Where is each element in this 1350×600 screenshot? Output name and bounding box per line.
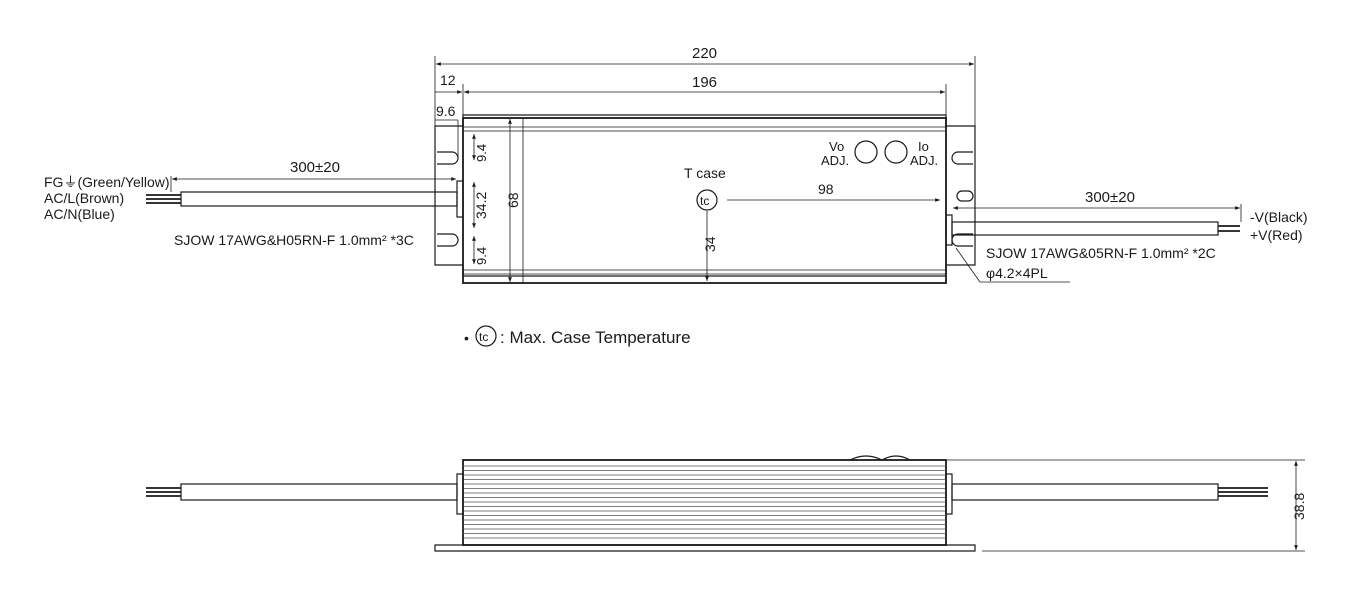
dim-38-8: 38.8	[1291, 493, 1307, 520]
output-label-v-neg: -V(Black)	[1250, 209, 1308, 225]
legend-text: : Max. Case Temperature	[500, 328, 691, 347]
dim-12: 12	[440, 72, 456, 88]
tcase-label: T case	[684, 165, 726, 181]
legend-bullet: •	[464, 330, 469, 346]
io-adj-pot	[884, 140, 908, 164]
side-output-cable	[951, 483, 1219, 501]
side-input-cable	[180, 483, 458, 501]
hole-callout: φ4.2×4PL	[986, 265, 1048, 281]
vo-adj-label-line2: ADJ.	[821, 153, 849, 168]
io-adj-label-line1: Io	[918, 139, 929, 154]
output-strain-relief	[945, 214, 953, 246]
dim-9-4-top: 9.4	[474, 144, 489, 162]
side-view-flange	[434, 544, 976, 552]
dim-34: 34	[702, 236, 718, 252]
input-cable	[180, 191, 458, 207]
input-cable-spec: SJOW 17AWG&H05RN-F 1.0mm² *3C	[174, 232, 414, 248]
vo-adj-pot	[854, 140, 878, 164]
tc-circle-icon	[696, 189, 718, 211]
side-view: 38.8	[146, 455, 1307, 552]
dim-98: 98	[818, 181, 834, 197]
dim-68: 68	[505, 192, 521, 208]
output-cable-length: 300±20	[1085, 189, 1135, 206]
dim-34-2: 34.2	[473, 192, 489, 219]
input-label-acn: AC/N(Blue)	[44, 206, 115, 222]
tc-symbol-text: tc	[700, 194, 709, 208]
output-cable-spec: SJOW 17AWG&05RN-F 1.0mm² *2C	[986, 245, 1216, 261]
input-label-acl: AC/L(Brown)	[44, 190, 124, 206]
input-cable-length: 300±20	[290, 159, 340, 176]
io-adj-label-line2: ADJ.	[910, 153, 938, 168]
output-cable	[951, 221, 1219, 236]
legend-tc-icon	[475, 325, 497, 347]
dim-9-6: 9.6	[436, 103, 456, 119]
legend-tc-text: tc	[479, 330, 488, 344]
dim-196: 196	[692, 74, 717, 91]
dim-220: 220	[692, 45, 717, 62]
input-label-fg: FG⏚(Green/Yellow)	[44, 174, 170, 190]
dim-9-4-bottom: 9.4	[474, 247, 489, 265]
top-view: Vo ADJ. Io ADJ. T case tc 98 34 68 34.2 …	[44, 45, 1308, 284]
vo-adj-label-line1: Vo	[829, 139, 844, 154]
legend: • tc : Max. Case Temperature	[464, 325, 691, 347]
side-view-case	[462, 459, 947, 546]
output-label-v-pos: +V(Red)	[1250, 227, 1303, 243]
heatsink-fins	[463, 465, 946, 539]
